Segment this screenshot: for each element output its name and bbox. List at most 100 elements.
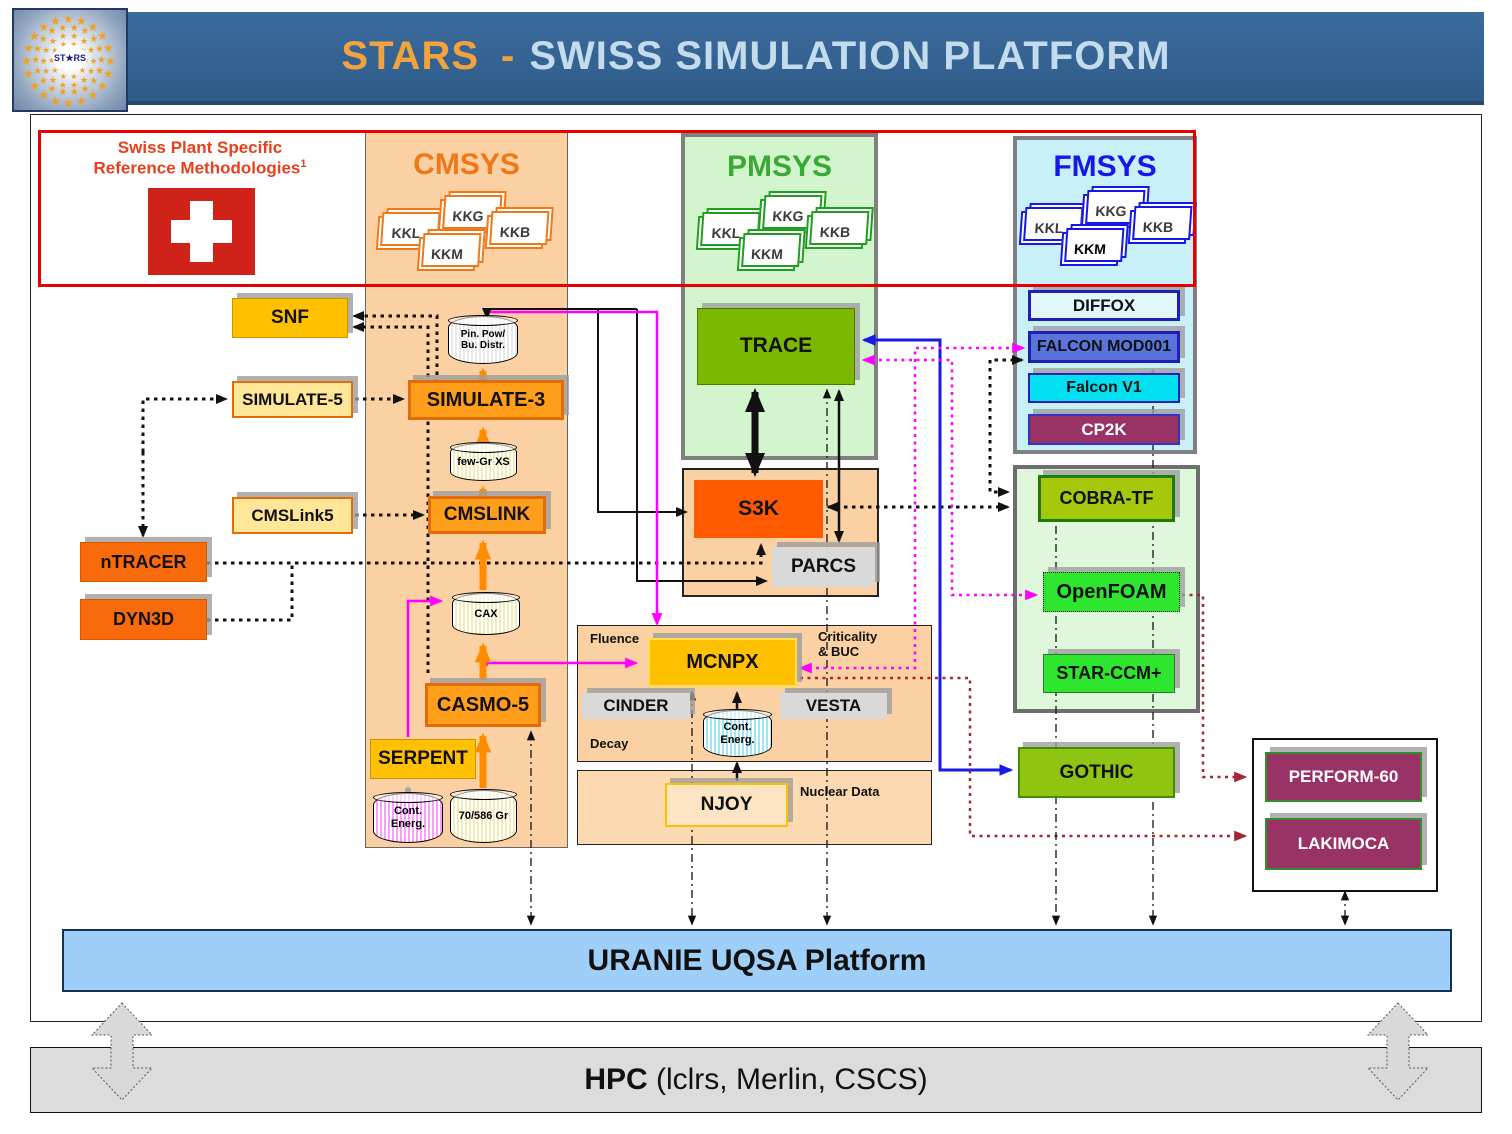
logo-star: ★: [87, 66, 96, 77]
logo-star: ★: [59, 39, 67, 49]
logo-star: ★: [63, 96, 74, 110]
logo-star: ★: [80, 35, 89, 46]
logo-star: ★: [58, 22, 68, 34]
logo-star: ★: [69, 87, 79, 99]
methodologies-title: Swiss Plant Specific Reference Methodolo…: [55, 138, 345, 179]
logo-star: ★: [50, 93, 61, 108]
node-serpent: SERPENT: [370, 739, 476, 779]
logo-star: ★: [70, 72, 78, 82]
logo-star: ★: [38, 20, 50, 35]
swiss-flag: [148, 188, 255, 275]
logo-star: ★: [39, 55, 48, 66]
magenta-dotted-links: [798, 342, 1039, 674]
logo-star: ★: [29, 78, 40, 93]
logo-star: ★: [75, 93, 87, 108]
node-mcnpx: MCNPX: [648, 638, 797, 687]
pmsys-title: PMSYS: [726, 150, 833, 183]
logo-star: ★: [70, 39, 78, 49]
cylinder-cont-energ-serpent: Cont.Energ.: [373, 792, 443, 843]
logo-star: ★: [102, 41, 114, 56]
node-casmo5: CASMO-5: [425, 683, 541, 727]
node-falcon-v1: Falcon V1: [1028, 373, 1180, 403]
logo-star: ★: [58, 87, 68, 99]
node-perform60: PERFORM-60: [1265, 752, 1422, 802]
logo-star: ★: [87, 44, 96, 55]
logo-star: ★: [23, 66, 34, 81]
logo-star: ★: [23, 41, 34, 56]
cmsys-title: CMSYS: [413, 148, 520, 181]
logo-star: ★: [87, 20, 99, 35]
methodologies-footnote: 1: [300, 158, 307, 170]
label-nuclear-data: Nuclear Data: [800, 784, 880, 799]
logo-star: ★: [75, 14, 87, 29]
logo-star: ★: [105, 54, 116, 68]
swiss-flag-cross-h: [171, 220, 232, 243]
uranie-label: URANIE UQSA Platform: [587, 943, 927, 977]
logo-star: ★: [63, 12, 74, 26]
stars-logo: ST★RS ★★★★★★★★★★★★★★★★★★★★★★★★★★★★★★★★★★…: [12, 8, 128, 112]
methodologies-line2: Reference Methodologies1: [93, 158, 307, 178]
logo-star: ★: [96, 29, 108, 44]
hpc-bar: HPC (lclrs, Merlin, CSCS): [30, 1047, 1482, 1113]
cylinder-cont-energ-mcnpx: Cont.Energ.: [703, 709, 772, 757]
logo-star: ★: [31, 55, 40, 66]
cylinder-cax: CAX: [452, 592, 520, 635]
cmsys-doc-kkb: KKB: [484, 215, 546, 249]
logo-star: ★: [41, 66, 51, 77]
label-decay: Decay: [590, 736, 629, 751]
logo-star: ★: [48, 56, 56, 65]
fmsys-title: FMSYS: [1053, 150, 1157, 183]
methodologies-line1: Swiss Plant Specific: [117, 138, 283, 157]
logo-star: ★: [38, 87, 50, 102]
dotted-links: [138, 311, 1024, 673]
node-snf: SNF: [232, 298, 348, 338]
title-separator: -: [501, 34, 516, 78]
title-secondary: SWISS SIMULATION PLATFORM: [529, 34, 1171, 78]
node-gothic: GOTHIC: [1018, 747, 1175, 798]
logo-star: ★: [87, 87, 99, 102]
fmsys-doc-kkb: KKB: [1127, 210, 1189, 244]
logo-star: ★: [59, 72, 67, 82]
hpc-label: HPC (lclrs, Merlin, CSCS): [584, 1064, 927, 1096]
node-parcs: PARCS: [772, 547, 875, 587]
node-cinder: CINDER: [582, 693, 690, 719]
logo-star: ★: [80, 83, 90, 95]
darkred-dotted-links: [800, 593, 1248, 842]
logo-star: ★: [89, 76, 99, 88]
logo-star: ★: [58, 31, 67, 42]
cmsys-doc-kkm: KKM: [416, 237, 478, 271]
logo-star: ★: [89, 33, 99, 45]
pmsys-doc-kkb: KKB: [804, 215, 866, 249]
title-primary: STARS: [341, 34, 480, 78]
node-cp2k: CP2K: [1028, 414, 1180, 445]
node-starccm: STAR-CCM+: [1043, 654, 1175, 693]
logo-star: ★: [95, 43, 104, 55]
hpc-label-rest: (lclrs, Merlin, CSCS): [647, 1063, 928, 1097]
pmsys-doc-kkm: KKM: [736, 237, 798, 271]
logo-star: ★: [47, 26, 57, 38]
logo-star: ★: [78, 65, 86, 75]
node-simulate3: SIMULATE-3: [408, 380, 564, 420]
header-banner: STARS - SWISS SIMULATION PLATFORM: [28, 12, 1484, 105]
logo-star: ★: [80, 75, 89, 86]
logo-star: ★: [38, 33, 48, 45]
logo-star: ★: [48, 75, 57, 86]
node-cmslink: CMSLINK: [428, 496, 546, 534]
cylinder-few-gr-xs: few-Gr XS: [450, 442, 517, 481]
logo-star: ★: [38, 76, 48, 88]
logo-star: ★: [70, 79, 79, 90]
node-cobra-tf: COBRA-TF: [1038, 475, 1175, 522]
node-diffox: DIFFOX: [1028, 290, 1180, 321]
label-criticality: Criticality& BUC: [818, 629, 878, 659]
logo-star: ★: [21, 54, 32, 68]
node-simulate5: SIMULATE-5: [232, 381, 353, 418]
node-s3k: S3K: [694, 480, 823, 538]
node-falcon-mod001: FALCON MOD001: [1028, 331, 1180, 363]
logo-star: ★: [32, 66, 42, 78]
fmsys-doc-kkm: KKM: [1059, 232, 1121, 266]
node-vesta: VESTA: [780, 693, 887, 719]
logo-star: ★: [70, 31, 79, 42]
logo-star: ★: [29, 29, 40, 44]
hpc-label-bold: HPC: [584, 1063, 648, 1097]
